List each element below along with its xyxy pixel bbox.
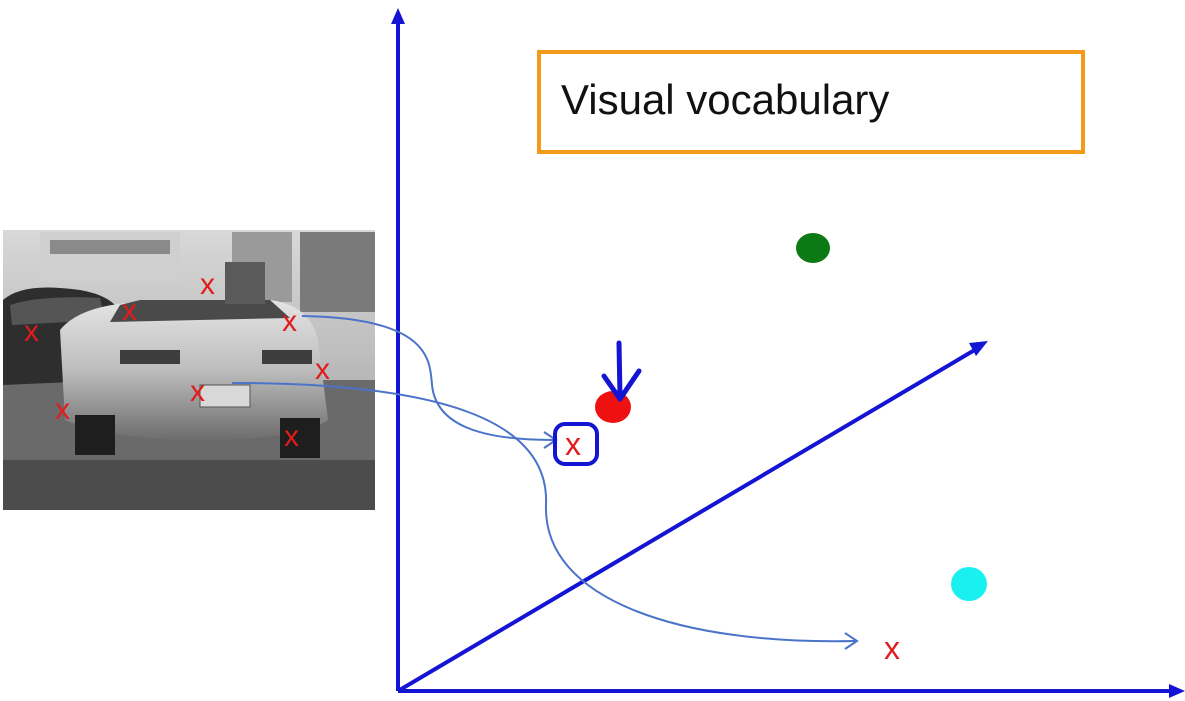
red-cluster-center — [595, 391, 631, 423]
cluster-centers — [595, 233, 987, 601]
feature-mark: x — [190, 375, 205, 408]
x-axis-arrowhead — [1169, 684, 1185, 698]
cyan-cluster-center — [951, 567, 987, 601]
feature-mark: x — [284, 420, 299, 453]
feature-mark: x — [122, 294, 137, 327]
y-axis-arrowhead — [391, 8, 405, 24]
feature-mark: x — [884, 630, 900, 666]
feature-mark: x — [24, 315, 39, 348]
feature-mark: x — [315, 353, 330, 386]
nearest-arrow — [604, 343, 639, 399]
feature-mark: x — [565, 426, 581, 462]
feature-mark: x — [200, 268, 215, 301]
feature-mark: x — [282, 305, 297, 338]
visual-vocabulary-title: Visual vocabulary — [561, 76, 889, 124]
assigned-feature: x — [555, 424, 597, 464]
feature-mark: x — [55, 393, 70, 426]
green-cluster-center — [796, 233, 830, 263]
visual-vocabulary-box: Visual vocabulary — [537, 50, 1085, 154]
